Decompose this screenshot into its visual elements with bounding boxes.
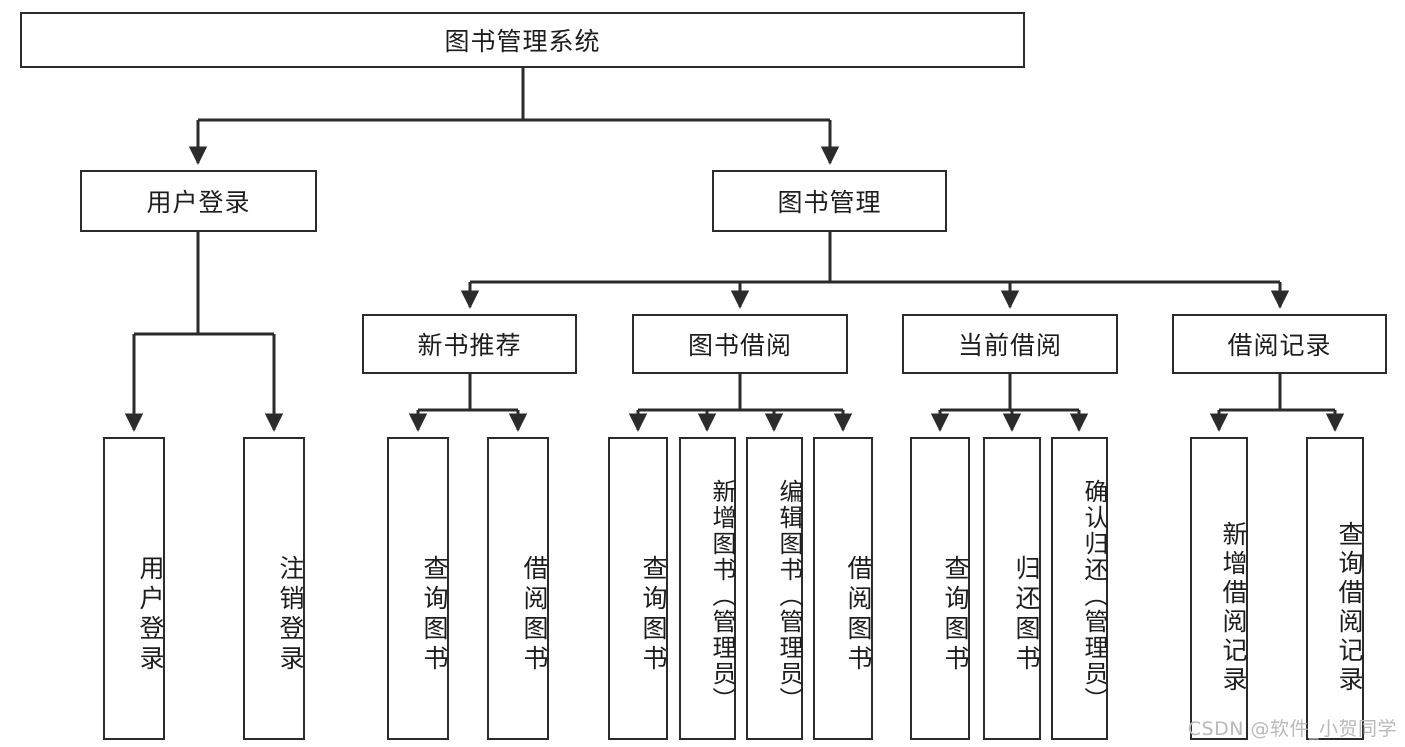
node-current-borrow[interactable]: 当前借阅 <box>902 314 1118 374</box>
node-new-book-recommend[interactable]: 新书推荐 <box>362 314 577 374</box>
node-leaf-add-book-admin[interactable]: 新增图书（管理员） <box>679 437 736 740</box>
node-book-manage[interactable]: 图书管理 <box>712 170 947 232</box>
node-book-borrow[interactable]: 图书借阅 <box>632 314 848 374</box>
node-leaf-label: 借阅图书 <box>844 554 873 675</box>
node-leaf-logout[interactable]: 注销登录 <box>243 437 305 740</box>
node-leaf-label: 查询借阅记录 <box>1335 520 1364 695</box>
node-leaf-query-book-b[interactable]: 查询图书 <box>608 437 668 740</box>
node-leaf-borrow-book-b[interactable]: 借阅图书 <box>813 437 873 740</box>
node-leaf-label: 查询图书 <box>420 554 449 675</box>
node-book-manage-label: 图书管理 <box>777 188 882 217</box>
node-leaf-query-borrow-record[interactable]: 查询借阅记录 <box>1306 437 1364 740</box>
node-current-borrow-label: 当前借阅 <box>957 331 1062 360</box>
node-root-label: 图书管理系统 <box>444 27 601 56</box>
node-leaf-add-borrow-record[interactable]: 新增借阅记录 <box>1190 437 1248 740</box>
watermark: CSDN @软件_小贺同学 <box>1187 718 1397 740</box>
node-root[interactable]: 图书管理系统 <box>20 12 1025 68</box>
node-leaf-edit-book-admin[interactable]: 编辑图书（管理员） <box>746 437 803 740</box>
node-user-login[interactable]: 用户登录 <box>80 170 317 232</box>
node-borrow-records[interactable]: 借阅记录 <box>1172 314 1387 374</box>
node-leaf-label: 用户登录 <box>136 554 165 675</box>
node-leaf-label: 查询图书 <box>941 554 970 675</box>
node-leaf-borrow-book-a[interactable]: 借阅图书 <box>487 437 549 740</box>
node-leaf-label: 借阅图书 <box>520 554 549 675</box>
node-leaf-label: 编辑图书（管理员） <box>775 478 803 713</box>
node-leaf-label: 新增图书（管理员） <box>708 478 736 713</box>
node-leaf-label: 注销登录 <box>276 554 305 675</box>
node-leaf-label: 归还图书 <box>1012 554 1041 675</box>
node-leaf-confirm-return-admin[interactable]: 确认归还（管理员） <box>1051 437 1108 740</box>
node-leaf-label: 确认归还（管理员） <box>1080 478 1108 713</box>
node-leaf-query-book-c[interactable]: 查询图书 <box>910 437 970 740</box>
node-new-book-recommend-label: 新书推荐 <box>417 331 522 360</box>
node-borrow-records-label: 借阅记录 <box>1227 331 1332 360</box>
node-leaf-label: 新增借阅记录 <box>1219 520 1248 695</box>
node-leaf-user-login[interactable]: 用户登录 <box>103 437 165 740</box>
node-leaf-return-book[interactable]: 归还图书 <box>983 437 1041 740</box>
node-leaf-label: 查询图书 <box>639 554 668 675</box>
node-leaf-query-book-a[interactable]: 查询图书 <box>387 437 449 740</box>
node-user-login-label: 用户登录 <box>146 188 251 217</box>
node-book-borrow-label: 图书借阅 <box>687 331 792 360</box>
